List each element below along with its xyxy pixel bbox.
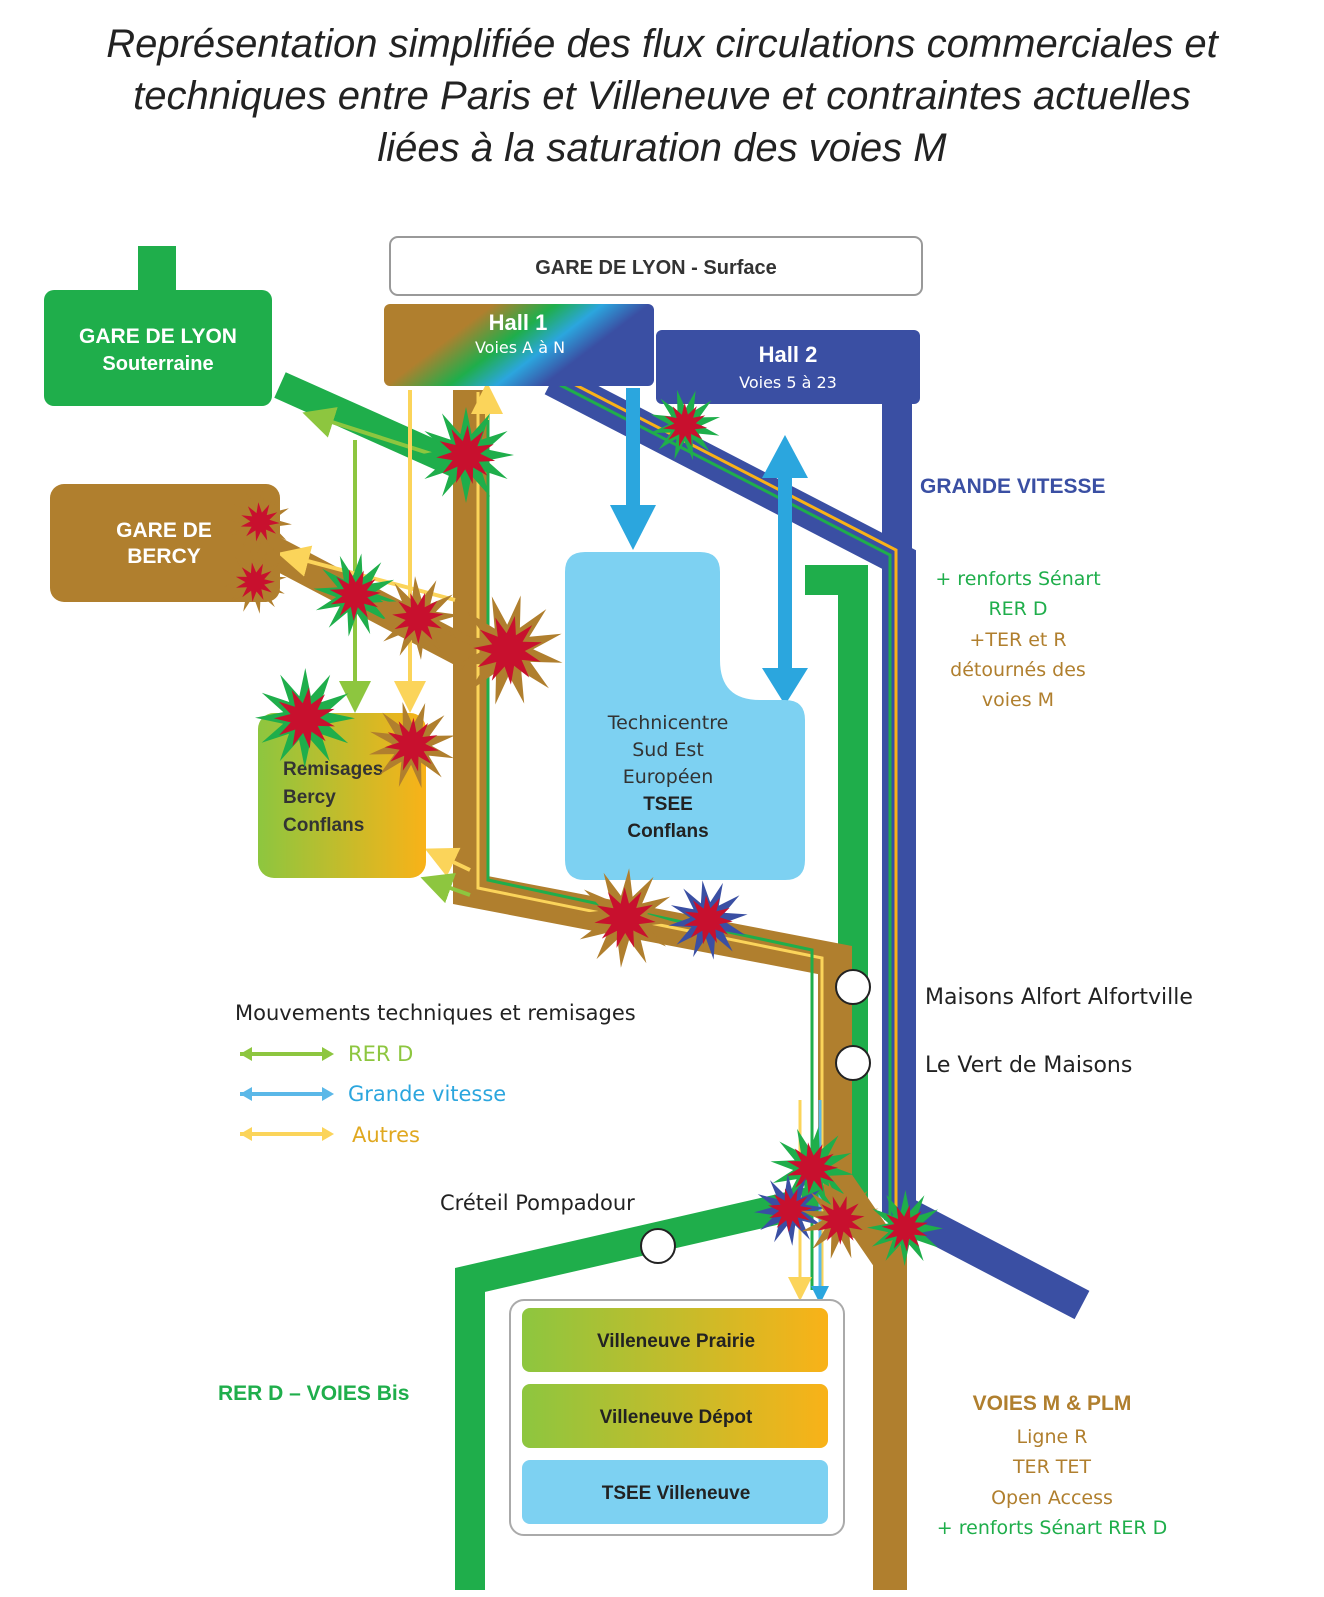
annotations-voies-m-text: VOIES M & PLM [973, 1392, 1132, 1415]
conflict-burst-inner [881, 1204, 928, 1252]
annotations-renforts-4-text: détournés des [950, 659, 1086, 681]
tsee-label-4: TSEE [643, 794, 693, 815]
conflict-burst-inner [683, 895, 733, 945]
vert-de-maisons-label: Le Vert de Maisons [925, 1053, 1132, 1078]
legend-label-autres: Autres [352, 1123, 420, 1147]
villeneuve-depot-box [522, 1384, 828, 1448]
hall2-sub-label: Voies 5 à 23 [739, 373, 837, 392]
creteil-stop [640, 1228, 676, 1264]
rer-d-bis-label: RER D – VOIES Bis [218, 1382, 409, 1405]
conflict-burst-inner [436, 425, 496, 484]
annotations-renforts-1-text: + renforts Sénart [935, 568, 1100, 590]
title-line-3: liées à la saturation des voies M [377, 126, 947, 170]
conflict-burst-inner [384, 717, 439, 772]
annotations-renforts-3-text: +TER et R [969, 629, 1066, 651]
creteil-label: Créteil Pompadour [440, 1191, 635, 1215]
villeneuve-depot-label: Villeneuve Dépot [600, 1407, 753, 1428]
legend-label-grande-vitesse: Grande vitesse [348, 1082, 506, 1106]
annotations-voies-m-4-text: + renforts Sénart RER D [937, 1517, 1167, 1539]
conflict-bursts [223, 389, 943, 1266]
gare-de-lyon-surface-box: GARE DE LYON - Surface [389, 236, 923, 296]
tsee-villeneuve-box [522, 1460, 828, 1524]
legend-item-rer-d: RER D [240, 1042, 413, 1066]
conflict-burst-inner [240, 502, 280, 542]
remisages-label-3: Conflans [283, 815, 364, 836]
conflict-burst-inner [663, 402, 708, 447]
renforts-annotation: + renforts Sénart RER D +TER et R détour… [935, 568, 1100, 711]
tsee-label-3: Européen [623, 766, 714, 788]
legend-title: Mouvements techniques et remisages [235, 1001, 636, 1025]
legend: Mouvements techniques et remisages RER D… [235, 1001, 636, 1147]
conflict-burst-inner [815, 1196, 865, 1245]
villeneuve-group: Villeneuve Prairie Villeneuve Dépot TSEE… [509, 1299, 845, 1536]
hall-2-box: Hall 2 Voies 5 à 23 [656, 330, 920, 404]
conflict-burst-inner [786, 1142, 838, 1194]
annotations-voies-m-2-text: TER TET [1012, 1456, 1091, 1478]
legend-label-rer-d: RER D [348, 1042, 413, 1066]
legend-item-grande-vitesse: Grande vitesse [240, 1082, 506, 1106]
gare-de-bercy-box: GARE DE BERCY [50, 484, 280, 602]
tsee-conflans-box: Technicentre Sud Est Européen TSEE Confl… [565, 552, 805, 880]
legend-item-autres: Autres [240, 1123, 420, 1147]
gdl-sout-label-1: GARE DE LYON [79, 325, 237, 348]
hall-1-box: Hall 1 Voies A à N [384, 304, 654, 386]
conflict-burst-inner [392, 592, 444, 644]
page-title: Représentation simplifiée des flux circu… [0, 18, 1324, 174]
gdl-surface-label: GARE DE LYON - Surface [535, 257, 777, 279]
title-line-1: Représentation simplifiée des flux circu… [106, 22, 1218, 66]
gare-de-lyon-souterraine-box: GARE DE LYON Souterraine [44, 246, 272, 406]
annotations-voies-m-3-text: Open Access [991, 1487, 1113, 1509]
remisages-label-1: Remisages [283, 759, 383, 780]
bercy-label-2: BERCY [127, 545, 201, 568]
annotations-renforts-2-text: RER D [988, 598, 1047, 620]
villeneuve-prairie-label: Villeneuve Prairie [597, 1331, 755, 1352]
annotations-voies-m-1-text: Ligne R [1017, 1426, 1088, 1448]
conflict-burst-inner [594, 887, 656, 948]
tgv-arrows [610, 388, 808, 705]
station-circles [640, 969, 871, 1264]
conflict-burst-inner [235, 562, 275, 602]
bercy-label-1: GARE DE [116, 519, 212, 542]
annotations-renforts-5-text: voies M [982, 689, 1054, 711]
conflict-burst-inner [274, 687, 335, 749]
tsee-label-5: Conflans [627, 821, 708, 842]
gdl-sout-label-2: Souterraine [102, 353, 213, 375]
conflict-burst-inner [473, 616, 542, 685]
grande-vitesse-label: GRANDE VITESSE [920, 475, 1106, 498]
hall1-label: Hall 1 [489, 310, 548, 335]
tsee-label-1: Technicentre [607, 712, 729, 734]
maisons-alfort-stop [835, 969, 871, 1005]
tsee-label-2: Sud Est [632, 739, 704, 761]
conflict-burst-inner [329, 569, 381, 621]
tsee-villeneuve-label: TSEE Villeneuve [602, 1483, 751, 1504]
villeneuve-prairie-box [522, 1308, 828, 1372]
hall2-label: Hall 2 [759, 342, 818, 367]
hall1-sub-label: Voies A à N [475, 338, 565, 357]
voies-m-annotation: VOIES M & PLM Ligne R TER TET Open Acces… [937, 1392, 1167, 1539]
maisons-alfort-label: Maisons Alfort Alfortville [925, 985, 1193, 1010]
title-line-2: techniques entre Paris et Villeneuve et … [133, 74, 1191, 118]
remisages-label-2: Bercy [283, 787, 336, 808]
vert-de-maisons-stop [835, 1045, 871, 1081]
conflict-burst-inner [768, 1188, 813, 1233]
